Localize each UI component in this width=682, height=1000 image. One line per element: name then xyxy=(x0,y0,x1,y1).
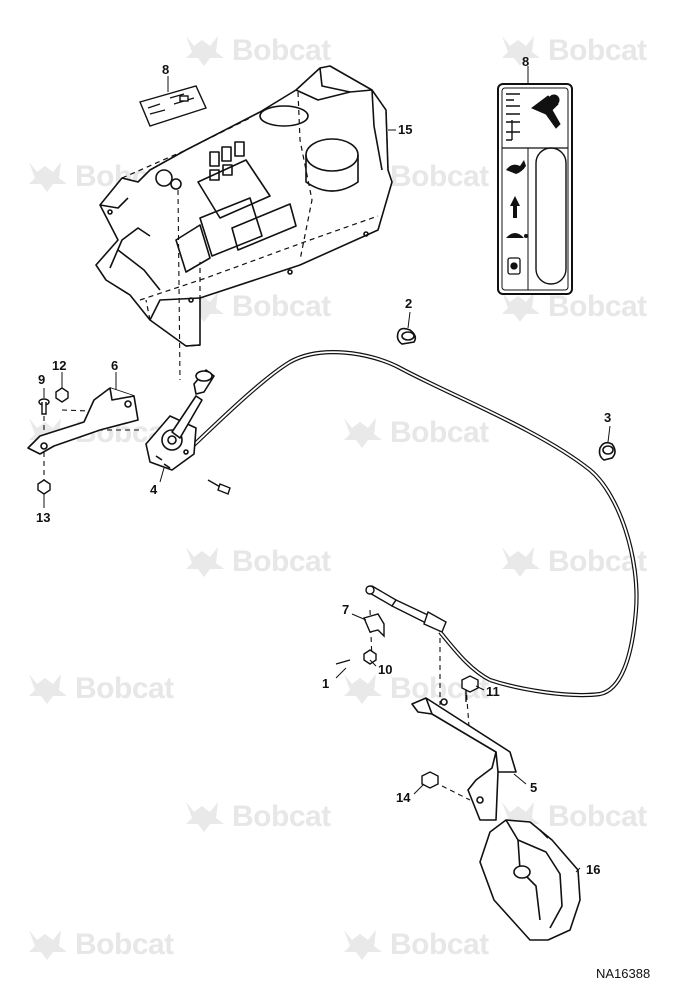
watermark-text: Bobcat xyxy=(390,928,489,961)
bolt-9 xyxy=(38,398,50,415)
callout-label: 8 xyxy=(522,54,530,69)
watermark-text: Bobcat xyxy=(232,34,331,67)
watermark-text: Bobcat xyxy=(390,160,489,193)
callout-label: 7 xyxy=(342,602,350,617)
callout-label: 16 xyxy=(586,862,601,877)
watermark-text: Bobcat xyxy=(548,34,647,67)
nut-13 xyxy=(37,479,51,495)
small-decal xyxy=(139,85,207,127)
callout-label: 11 xyxy=(486,684,500,699)
watermark-text: Bobcat xyxy=(232,800,331,833)
bolt-14 xyxy=(421,771,439,789)
clip-2 xyxy=(396,327,417,345)
callout-label: 1 xyxy=(322,676,330,691)
callout-label: 12 xyxy=(52,358,67,373)
cable-end-fitting xyxy=(365,585,447,633)
arrow-up-icon xyxy=(510,196,520,218)
throttle-lever-icon xyxy=(506,93,561,141)
callout-leaders xyxy=(43,66,611,873)
turtle-icon xyxy=(506,233,528,238)
callout-label: 9 xyxy=(38,372,46,387)
watermark-text: Bobcat xyxy=(75,672,174,705)
callout-label: 15 xyxy=(398,122,413,137)
throttle-cable xyxy=(176,350,639,698)
callout-label: 5 xyxy=(530,780,538,795)
callout-label: 13 xyxy=(36,510,51,525)
clip-3 xyxy=(598,441,616,461)
callout-label: 3 xyxy=(604,410,612,425)
watermark-text: Bobcat xyxy=(232,290,331,323)
bolt-11 xyxy=(461,675,479,702)
bracket-6 xyxy=(27,387,139,455)
console-housing xyxy=(95,65,393,347)
watermark-text: Bobcat xyxy=(548,290,647,323)
callout-label: 8 xyxy=(162,62,170,77)
watermark-text: Bobcat xyxy=(75,928,174,961)
watermark-text: Bobcat xyxy=(232,545,331,578)
fuel-icon xyxy=(507,257,521,275)
callout-label: 10 xyxy=(378,662,393,677)
rabbit-icon xyxy=(506,160,526,174)
callout-label: 6 xyxy=(111,358,119,373)
nut-12 xyxy=(55,387,69,403)
hidden-edges xyxy=(121,91,389,321)
callout-label: 14 xyxy=(396,790,411,805)
nut-10 xyxy=(363,649,377,665)
mount-bracket xyxy=(411,697,517,821)
large-decal xyxy=(497,83,573,295)
clip-7 xyxy=(363,613,385,638)
figure-id: NA16388 xyxy=(596,966,651,981)
engine-cover xyxy=(479,819,581,941)
callout-label: 2 xyxy=(405,296,413,311)
watermark-text: Bobcat xyxy=(548,800,647,833)
pin-1 xyxy=(335,659,351,665)
throttle-lever-assembly xyxy=(145,369,215,471)
callout-label: 4 xyxy=(150,482,158,497)
watermark-text: Bobcat xyxy=(390,416,489,449)
lever-screw xyxy=(207,479,231,495)
